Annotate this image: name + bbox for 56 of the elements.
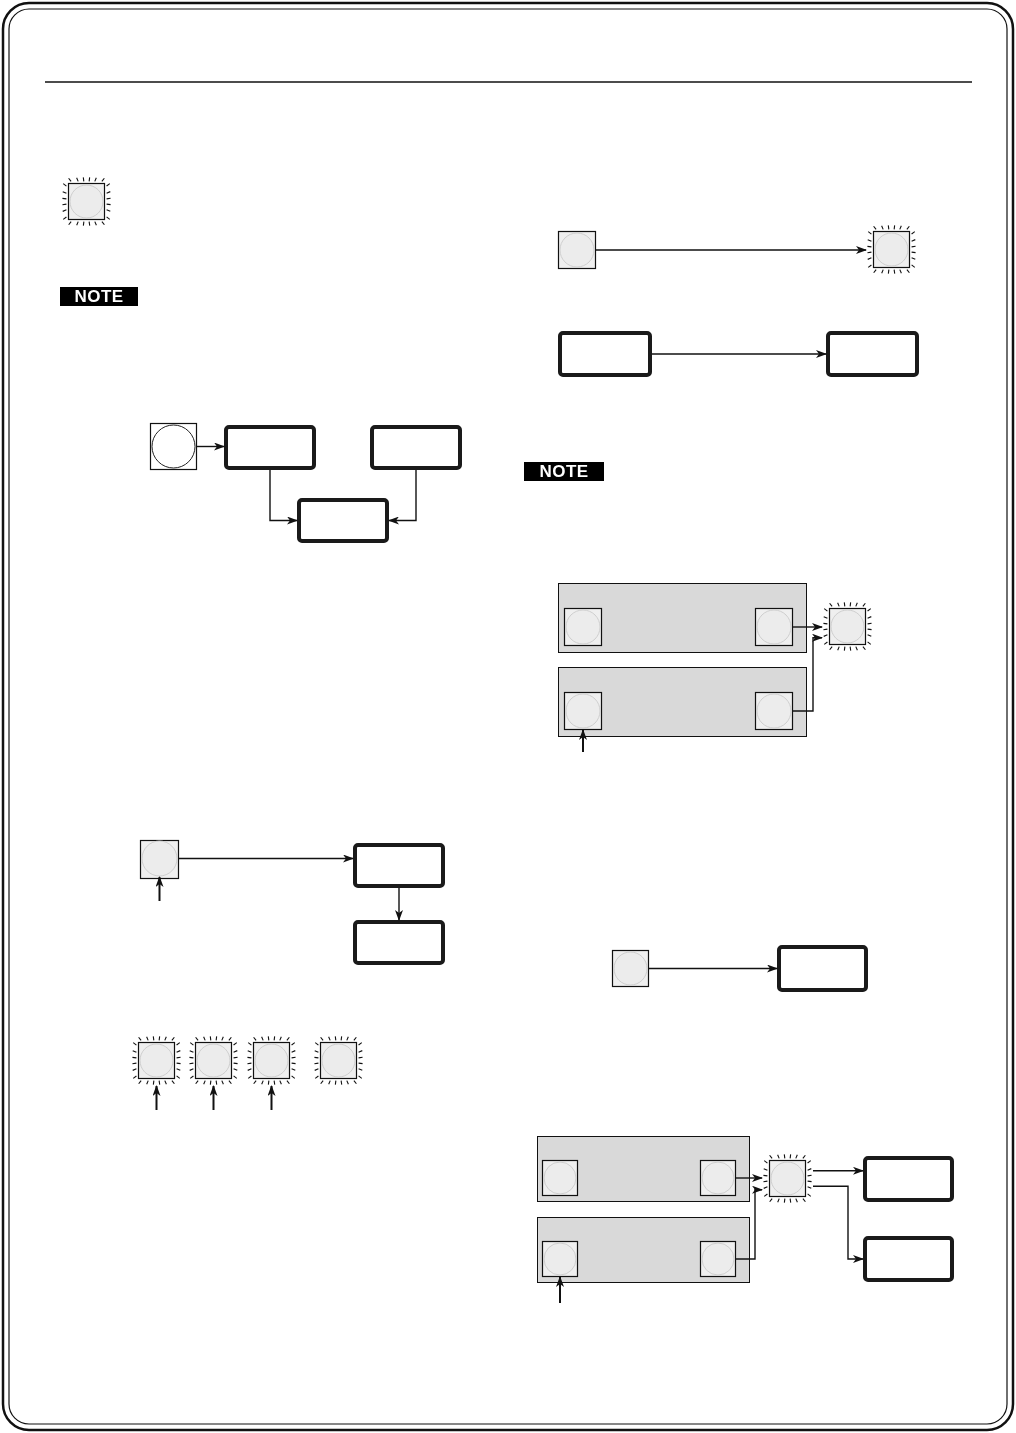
arrow	[812, 1166, 864, 1175]
key-button	[563, 607, 602, 646]
key-button	[699, 1240, 736, 1277]
pointer-arrow	[267, 1085, 276, 1111]
key-button	[699, 1159, 736, 1196]
arrow	[651, 350, 827, 358]
display-box	[777, 945, 868, 992]
arrow	[735, 1174, 763, 1182]
key-button	[558, 231, 596, 269]
control-panel	[537, 1217, 750, 1283]
arrow	[595, 246, 867, 254]
key-button	[612, 950, 649, 987]
lit-key-button	[313, 1035, 364, 1086]
control-panel	[558, 583, 807, 653]
display-box	[863, 1236, 954, 1282]
lit-key-button	[131, 1035, 182, 1086]
key-button	[754, 691, 793, 730]
pointer-arrow	[152, 1085, 161, 1111]
lit-key-button	[61, 176, 112, 227]
pointer-arrow	[579, 729, 587, 753]
display-box	[353, 920, 445, 965]
arrow	[178, 854, 354, 863]
lit-key-button	[762, 1153, 813, 1204]
pointer-arrow	[155, 876, 164, 902]
note-label: NOTE	[524, 462, 604, 481]
lit-key-button	[188, 1035, 239, 1086]
display-box	[370, 425, 462, 470]
note-label: NOTE	[60, 287, 138, 306]
key-button	[563, 691, 602, 730]
display-box	[826, 331, 919, 377]
round-key-button	[150, 423, 197, 470]
key-button	[754, 607, 793, 646]
display-box	[297, 498, 389, 543]
display-box	[224, 425, 316, 470]
key-button	[541, 1159, 578, 1196]
lit-key-button	[246, 1035, 297, 1086]
arrow	[648, 964, 778, 973]
arrow	[735, 1185, 763, 1260]
arrow	[388, 469, 417, 525]
control-panel	[558, 667, 807, 737]
arrow	[792, 623, 823, 631]
pointer-arrow	[556, 1276, 564, 1304]
lit-key-button	[822, 601, 873, 652]
display-box	[558, 331, 652, 377]
key-button	[140, 840, 179, 877]
arrow	[269, 469, 298, 525]
arrow	[792, 633, 823, 712]
control-panel	[537, 1136, 750, 1202]
display-box	[863, 1156, 954, 1202]
lit-key-button	[866, 224, 917, 275]
arrow	[395, 887, 403, 921]
key-button	[541, 1240, 578, 1277]
display-box	[353, 843, 445, 888]
pointer-arrow	[209, 1085, 218, 1111]
arrow	[196, 442, 225, 451]
arrow	[812, 1185, 864, 1263]
